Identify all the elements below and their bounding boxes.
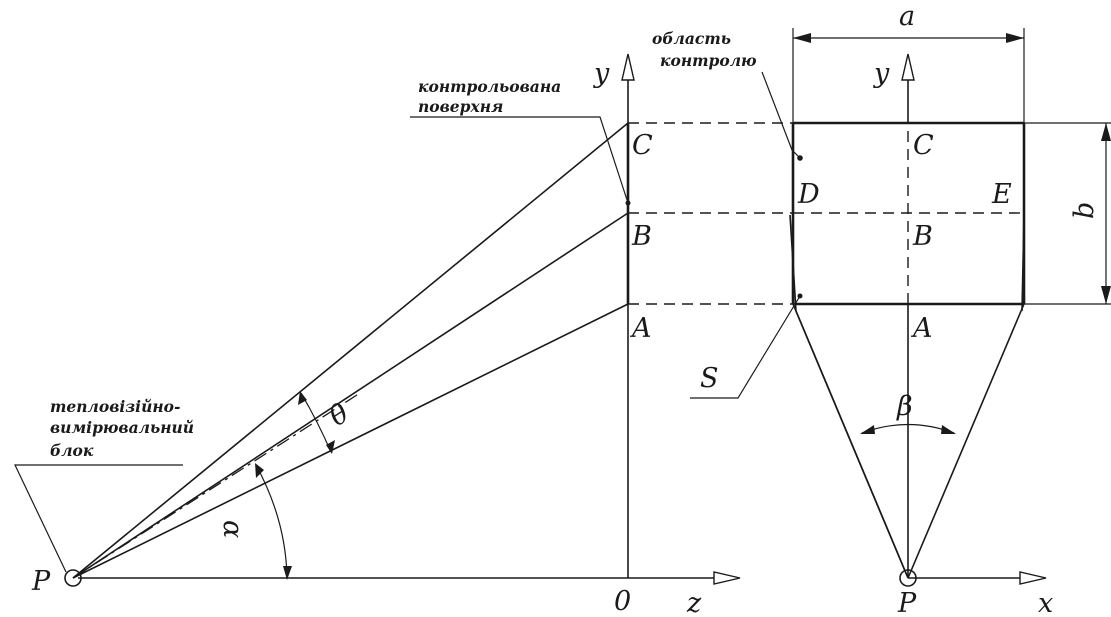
alpha-arc <box>255 464 288 579</box>
label-a-left: A <box>629 313 652 344</box>
label-y-axis-right: y <box>873 58 890 89</box>
label-s: S <box>700 363 719 394</box>
dim-b-arrow-bottom <box>1101 286 1111 304</box>
observer-point-right <box>899 569 917 587</box>
label-p-left: P <box>31 566 51 597</box>
s-leader-line <box>690 295 801 399</box>
ray-pd-extension <box>789 214 797 312</box>
annotation-control-area-line1: область <box>652 29 731 48</box>
annotation-surface-line1: контрольована <box>418 77 561 96</box>
y-axis-right-arrow <box>901 53 915 81</box>
optical-axis <box>72 392 361 579</box>
control-area-leader-dot <box>797 155 803 161</box>
s-leader-dot <box>797 293 803 299</box>
annotation-unit-line1: тепловізійно- <box>50 397 180 416</box>
z-axis-arrow <box>713 571 741 585</box>
observer-point-left <box>64 569 82 587</box>
control-area-leader-line <box>761 71 801 159</box>
label-x-axis: x <box>1038 588 1053 617</box>
label-p-right: P <box>897 588 917 617</box>
ray-p-to-a <box>72 303 629 579</box>
y-axis-left-arrow <box>621 53 635 81</box>
theta-arrow-top <box>298 391 307 405</box>
dim-a-arrow-right <box>1006 33 1024 43</box>
label-e: E <box>991 179 1012 210</box>
dim-a-arrow-left <box>793 33 811 43</box>
theta-arc <box>300 392 332 453</box>
label-b-left: B <box>631 221 652 252</box>
ray-p-to-e <box>907 303 1025 579</box>
alpha-arrow-top <box>255 463 264 478</box>
label-alpha: α <box>217 520 248 538</box>
label-d: D <box>797 179 820 210</box>
annotation-surface-line2: поверхня <box>418 97 503 116</box>
label-z-axis: z <box>686 588 702 617</box>
label-y-axis-left: y <box>593 58 610 89</box>
label-c-left: C <box>632 130 653 161</box>
label-beta: β <box>896 391 913 422</box>
x-axis-arrow <box>1019 571 1047 585</box>
alpha-arrow-bottom <box>283 566 292 580</box>
label-a: a <box>899 1 915 32</box>
theta-arrow-bottom <box>326 440 335 454</box>
label-origin: 0 <box>614 586 631 617</box>
ray-pe-extension <box>1021 214 1025 312</box>
unit-leader-line <box>14 464 183 573</box>
annotation-control-area-line2: контролю <box>660 51 757 70</box>
annotation-unit-line2: вимірювальний <box>50 418 194 437</box>
label-c-right: C <box>913 130 934 161</box>
dim-b-arrow-top <box>1101 123 1111 141</box>
beta-arrow-left <box>860 425 875 434</box>
ray-pd-full <box>795 310 909 579</box>
surface-leader-line <box>410 116 629 204</box>
ray-p-to-c <box>72 122 629 579</box>
side-view: P 0 z y C B A θ α тепловізійно- вимірюва… <box>14 53 793 617</box>
annotation-unit-line3: блок <box>50 441 94 460</box>
label-b: b <box>1069 202 1100 219</box>
label-a-right: A <box>910 313 933 344</box>
label-theta: θ <box>324 398 355 433</box>
beta-arrow-right <box>941 425 956 434</box>
label-b-right: B <box>912 221 933 252</box>
ray-p-to-b <box>72 212 629 579</box>
front-view: a b y C D E B A β P x S область контролю <box>652 1 1111 617</box>
surface-leader-dot <box>625 200 631 206</box>
